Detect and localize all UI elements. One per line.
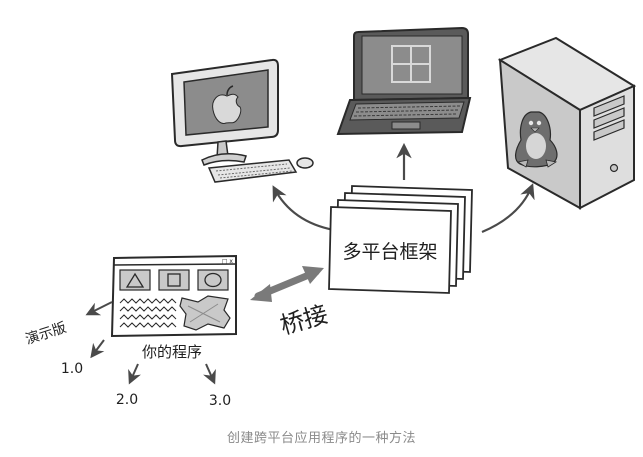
program-label: 你的程序 (142, 343, 202, 361)
mouse (296, 157, 314, 169)
figure-caption: 创建跨平台应用程序的一种方法 (226, 431, 416, 446)
image-placeholder (179, 295, 231, 331)
arrow-to-demo (85, 301, 113, 316)
arrow-to-v2 (128, 363, 141, 385)
framework-label: 多平台框架 (342, 241, 437, 263)
mac-desktop-computer (170, 58, 314, 183)
window-controls: _ □ x (216, 258, 233, 265)
tux-penguin-icon (515, 111, 558, 168)
version-2-label: 2.0 (116, 392, 138, 408)
bridge-label: 桥接 (277, 300, 331, 340)
arrow-to-v3 (203, 363, 216, 385)
triangle-icon (125, 272, 145, 288)
keyboard (207, 159, 298, 183)
square-icon (167, 273, 181, 287)
version-3-label: 3.0 (209, 393, 231, 409)
framework-stack: 多平台框架 (328, 185, 473, 294)
circle-icon (204, 272, 222, 288)
windows-laptop (336, 26, 472, 136)
arrow-to-server (481, 183, 535, 234)
bridge-arrow (250, 266, 324, 302)
version-1-label: 1.0 (61, 361, 83, 377)
wavy-lines (119, 298, 177, 328)
your-program-window: _ □ x (110, 254, 237, 338)
arrow-to-v1 (90, 339, 105, 359)
apple-logo-icon (212, 85, 242, 124)
demo-label: 演示版 (24, 320, 69, 348)
server-drive-bays (593, 95, 625, 173)
windows-logo-icon (391, 45, 431, 83)
arrow-to-mac (272, 185, 335, 232)
linux-server (497, 36, 637, 210)
